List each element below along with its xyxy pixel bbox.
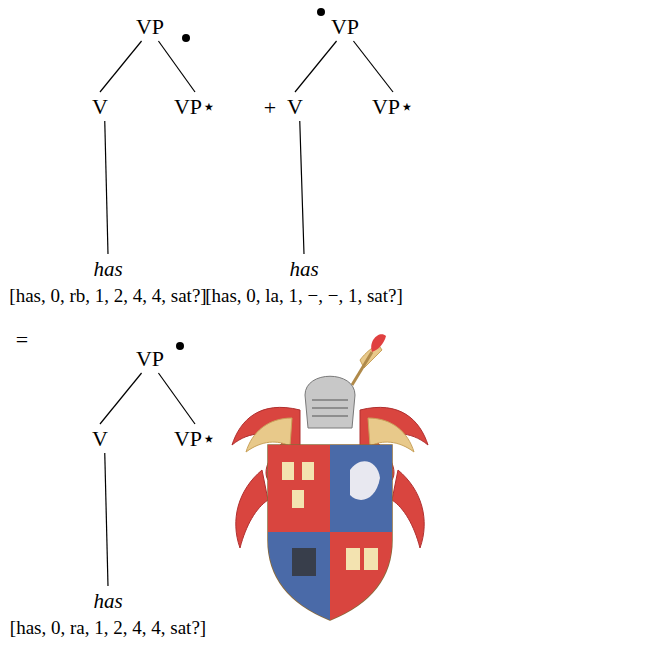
node-label: VP [331, 14, 359, 40]
crest-helmet [305, 376, 355, 428]
tree-branch [353, 41, 393, 92]
tree-node: has[has, 0, rb, 1, 2, 4, 4, sat?] [9, 256, 206, 308]
node-label: VP⋆ [372, 94, 414, 120]
operator-symbol: + [264, 95, 276, 121]
tree-branch [295, 41, 337, 92]
tree-branch [105, 121, 108, 254]
crest-shield [268, 445, 392, 620]
node-label: VP⋆ [174, 94, 216, 120]
tree-branch [105, 453, 108, 586]
tree-node: VP [136, 14, 164, 40]
tree-node: V [287, 94, 303, 120]
node-label: V [92, 94, 108, 120]
node-label: VP [136, 346, 164, 372]
feature-vector: [has, 0, ra, 1, 2, 4, 4, sat?] [10, 616, 206, 640]
crest-gold [246, 344, 414, 452]
feature-vector: [has, 0, la, 1, −, −, 1, sat?] [205, 284, 403, 308]
node-label: has [9, 256, 206, 282]
node-label: VP [136, 14, 164, 40]
tree-node: VP⋆ [372, 94, 414, 120]
tree-branch [300, 121, 304, 254]
foot-marker [182, 34, 190, 42]
node-label: has [10, 588, 206, 614]
tree-branch [100, 41, 142, 92]
tree-branch [158, 373, 195, 424]
crest-torch [352, 334, 386, 385]
tree-node: VP⋆ [174, 94, 216, 120]
node-label: has [205, 256, 403, 282]
tree-node: V [92, 426, 108, 452]
foot-marker [176, 342, 184, 350]
operator-symbol: = [16, 327, 28, 353]
node-label: V [92, 426, 108, 452]
tree-node: has[has, 0, ra, 1, 2, 4, 4, sat?] [10, 588, 206, 640]
foot-marker [317, 8, 325, 16]
tree-branch [158, 41, 195, 92]
node-label: VP⋆ [174, 426, 216, 452]
tree-node: VP⋆ [174, 426, 216, 452]
tree-branch [100, 373, 142, 424]
tree-node: V [92, 94, 108, 120]
tree-node: VP [136, 346, 164, 372]
tree-node: VP [331, 14, 359, 40]
feature-vector: [has, 0, rb, 1, 2, 4, 4, sat?] [9, 284, 206, 308]
tree-node: has[has, 0, la, 1, −, −, 1, sat?] [205, 256, 403, 308]
node-label: V [287, 94, 303, 120]
